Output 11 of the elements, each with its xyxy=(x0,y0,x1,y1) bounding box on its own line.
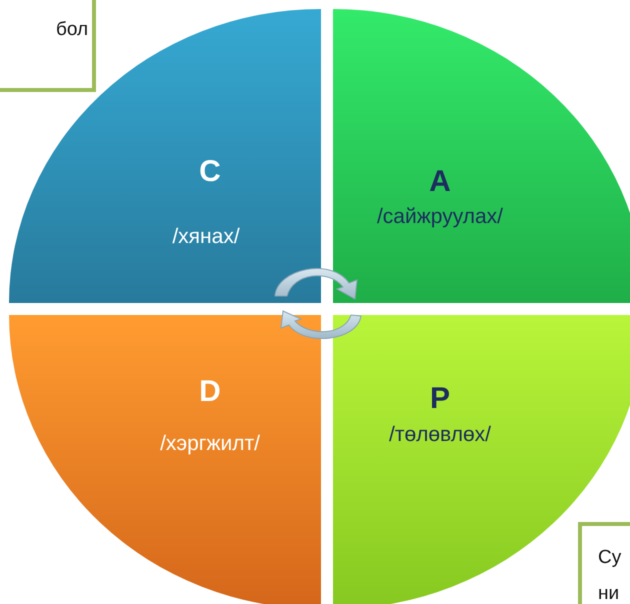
quadrant-label: /хянах/ xyxy=(172,225,240,249)
note-box xyxy=(0,0,96,92)
quadrant-label: /хэргжилт/ xyxy=(160,432,260,456)
quadrant-letter: C xyxy=(199,155,221,189)
quadrant-letter: D xyxy=(199,375,221,409)
quadrant-letter: A xyxy=(429,165,451,199)
quadrant-label: /төлөвлөх/ xyxy=(389,423,491,447)
quadrant-letter: P xyxy=(430,382,450,416)
note-text: Су ни xyxy=(598,546,621,604)
quadrant-label: /сайжруулах/ xyxy=(376,205,504,229)
note-text: бол xyxy=(56,18,88,42)
